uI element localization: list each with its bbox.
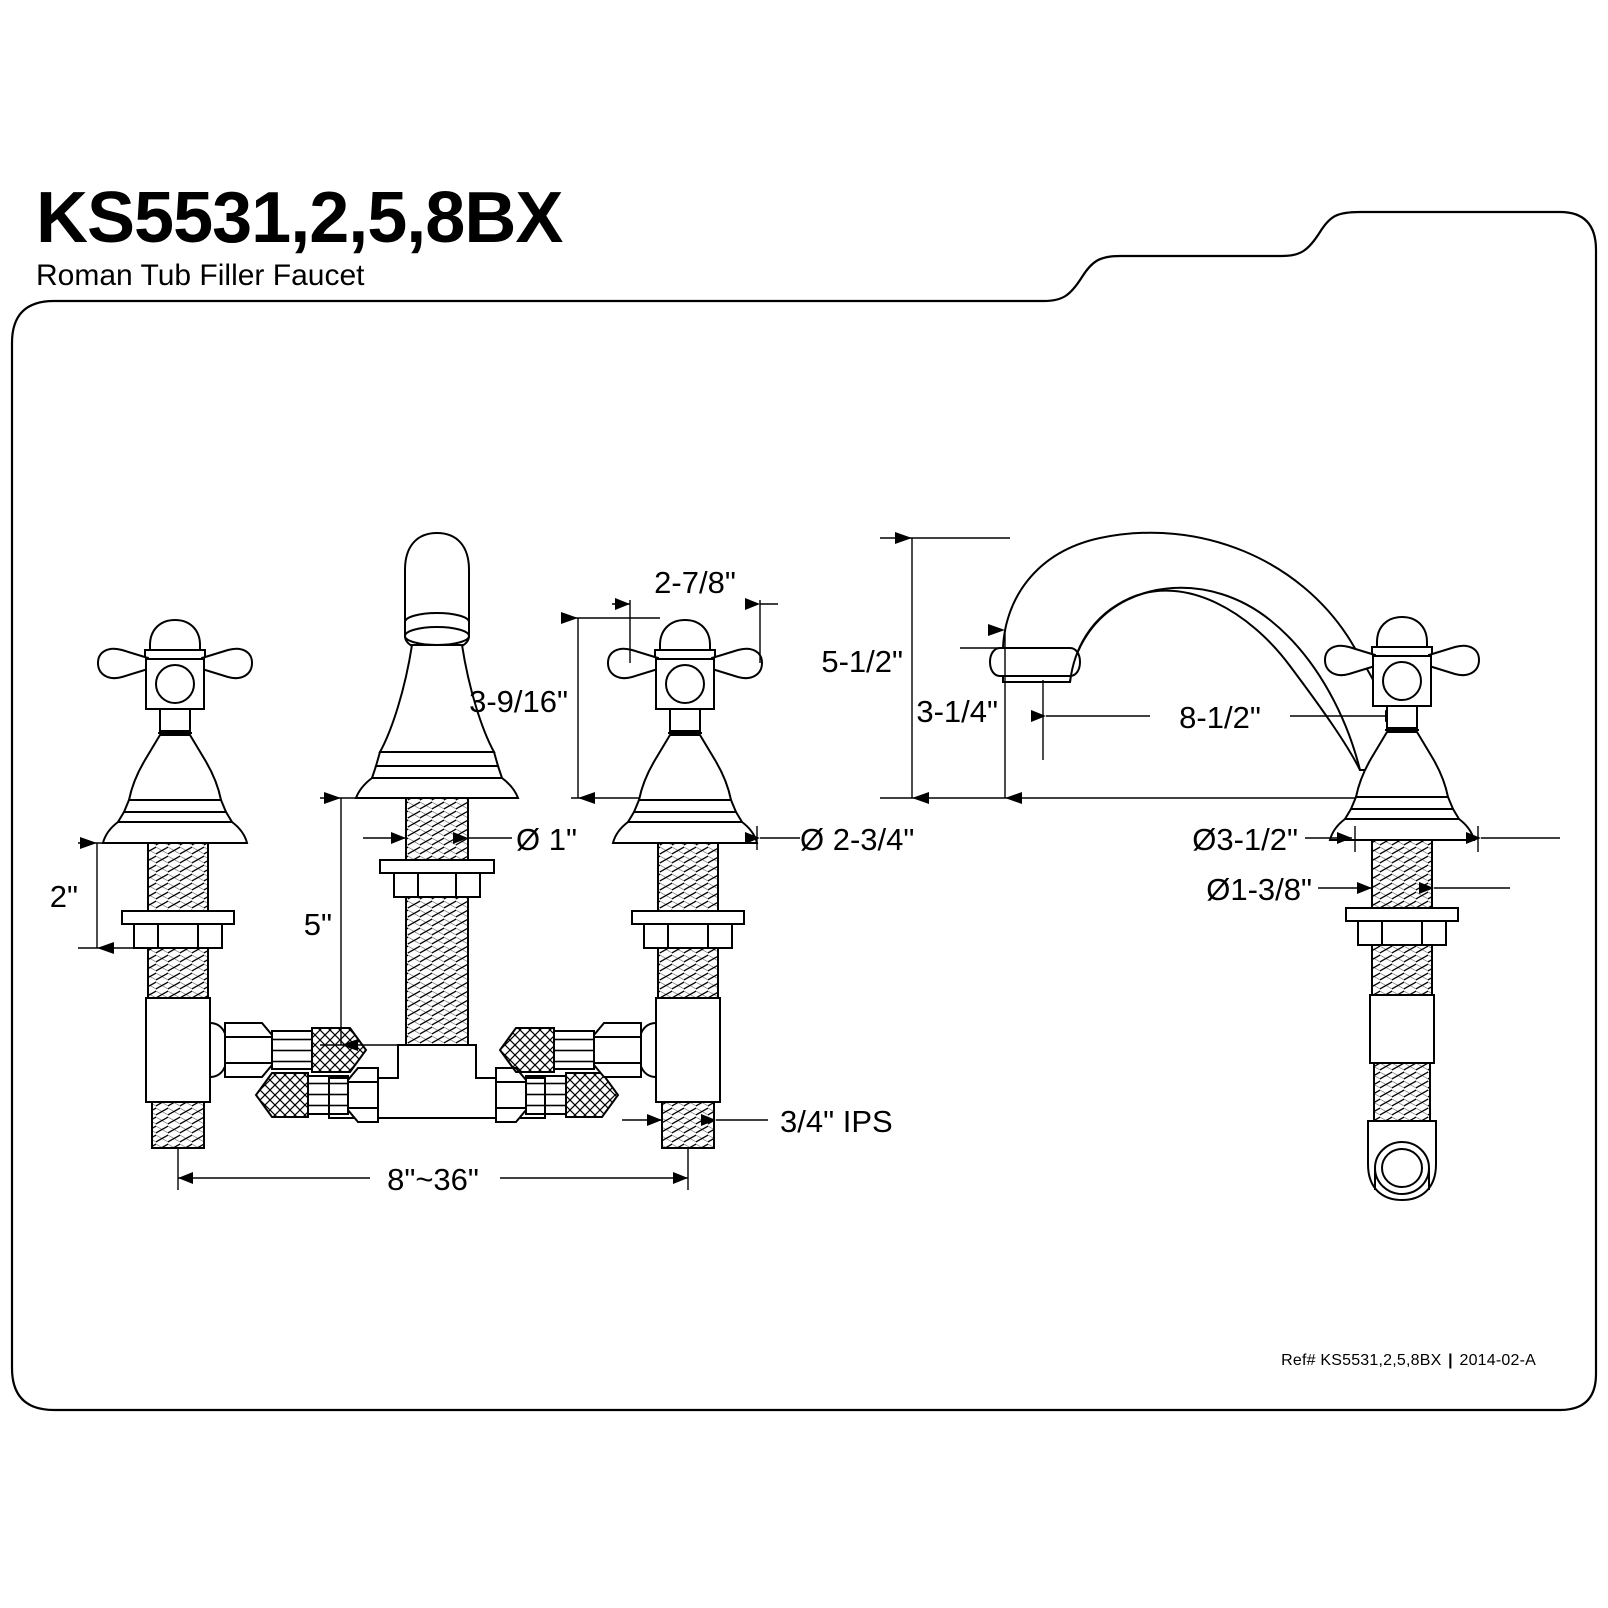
footer-reference: Ref# KS5531,2,5,8BX | 2014-02-A [1281, 1352, 1536, 1370]
title-block: KS5531,2,5,8BX Roman Tub Filler Faucet [36, 182, 856, 292]
center-spout-front-view [254, 531, 620, 1123]
dimension-dia-2-3-4in: Ø 2-3/4" [745, 822, 914, 857]
dimension-2-7-8in: 2-7/8" [612, 565, 778, 663]
shank-lower-left [147, 947, 209, 999]
dimension-2-7-8in-label: 2-7/8" [654, 565, 736, 600]
sheet-frame [10, 210, 1598, 1412]
footer-revision: 2014-02-A [1459, 1352, 1536, 1369]
dimension-dia-1in: Ø 1" [363, 822, 577, 857]
dimension-8-1-2in-label: 8-1/2" [1179, 700, 1261, 735]
mounting-hardware-left [121, 910, 235, 949]
dimension-2in-label: 2" [50, 879, 78, 914]
footer-ref-label: Ref# KS5531,2,5,8BX [1281, 1352, 1442, 1369]
dimension-3-9-16in: 3-9/16" [469, 612, 660, 804]
dimension-dia-3-1-2in-label: Ø3-1/2" [1192, 822, 1298, 857]
dimension-5in: 5" [304, 792, 404, 1051]
dimension-dia-1in-label: Ø 1" [516, 822, 577, 857]
cross-handle-left [96, 618, 254, 734]
valve-body-left [145, 997, 368, 1103]
dimension-dia-2-3-4in-label: Ø 2-3/4" [800, 822, 914, 857]
dimension-5-1-2in: 5-1/2" [821, 532, 1420, 804]
dimension-8-36in: 8"~36" [178, 1156, 688, 1197]
dimension-3-9-16in-label: 3-9/16" [469, 684, 568, 719]
dimension-2in: 2" [50, 837, 162, 954]
dimension-dia-1-3-8in-label: Ø1-3/8" [1206, 872, 1312, 907]
page-subtitle: Roman Tub Filler Faucet [36, 259, 365, 292]
dimension-5-1-2in-label: 5-1/2" [821, 644, 903, 679]
dimension-3-4-ips: 3/4" IPS [622, 1104, 893, 1139]
footer-separator: | [1448, 1352, 1453, 1369]
dimension-dia-3-1-2in: Ø3-1/2" [1192, 822, 1560, 857]
dimension-5in-label: 5" [304, 907, 332, 942]
dimension-8-1-2in: 8-1/2" [1031, 680, 1400, 760]
dimension-8-36in-label: 8"~36" [387, 1162, 479, 1197]
dimension-dia-1-3-8in: Ø1-3/8" [1206, 872, 1510, 907]
escutcheon-left [101, 734, 249, 844]
shank-upper-left [147, 842, 209, 912]
dimension-3-4-ips-label: 3/4" IPS [780, 1104, 893, 1139]
right-valve-side-view [1323, 615, 1481, 1202]
dimension-3-1-4in-label: 3-1/4" [916, 694, 998, 729]
right-valve-front-view [498, 618, 764, 1149]
inlet-thread-left [151, 1101, 205, 1149]
page-title: KS5531,2,5,8BX [36, 178, 563, 258]
left-valve-assembly [96, 618, 368, 1149]
dimension-3-1-4in: 3-1/4" [916, 624, 1022, 804]
